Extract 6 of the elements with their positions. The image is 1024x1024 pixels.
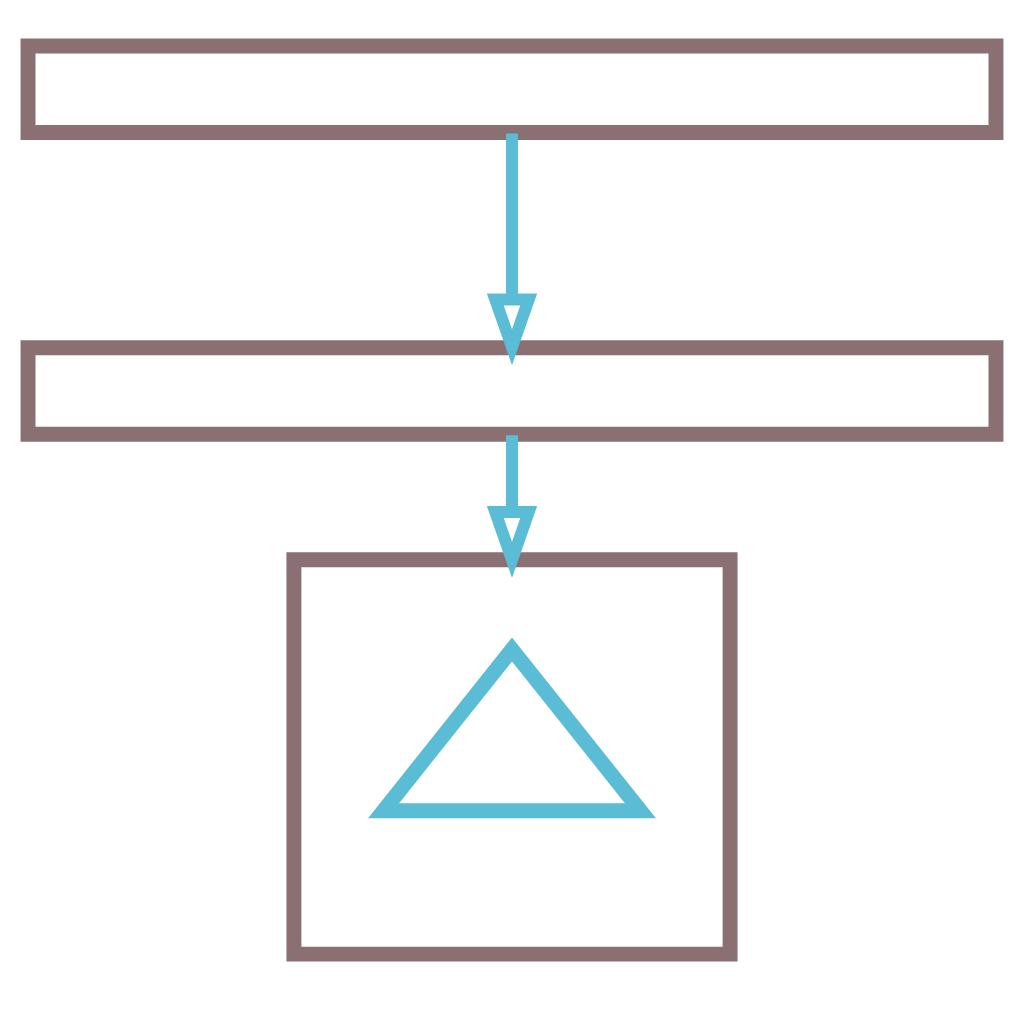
arrow (486, 133, 538, 366)
arrow (486, 435, 538, 578)
node-box (20, 38, 1004, 141)
node-box (20, 340, 1004, 442)
node-recycle (368, 637, 656, 819)
cluster (286, 552, 738, 962)
